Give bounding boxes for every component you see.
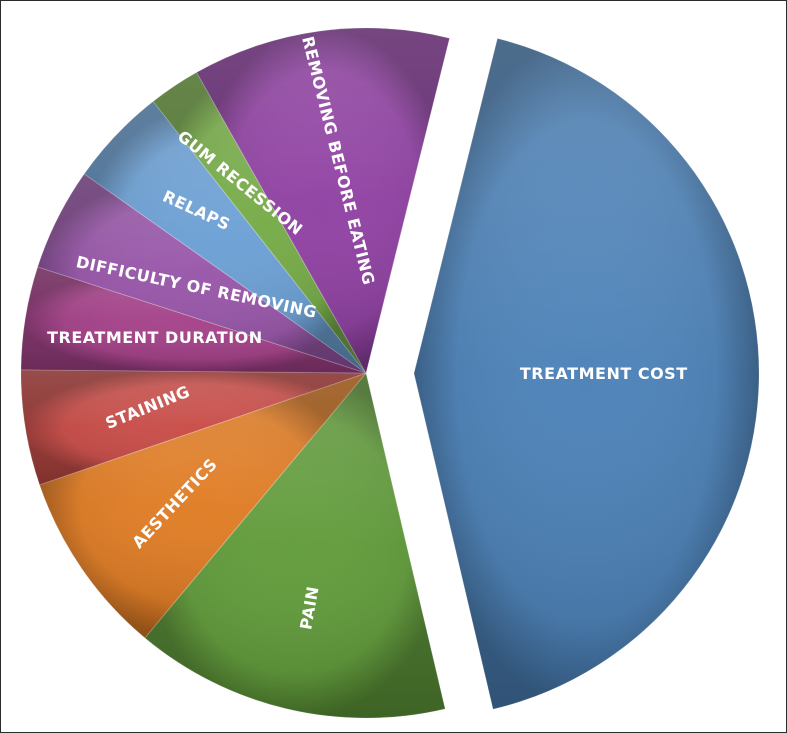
pie-slice-treatment-duration xyxy=(20,266,367,374)
pie-slice-aesthetics xyxy=(38,371,368,639)
pie-slice-relaps xyxy=(83,100,367,374)
pie-slice-difficulty-of-removing xyxy=(37,173,367,374)
pie-slice-shade xyxy=(37,173,366,373)
slice-label-treatment-duration: TREATMENT DURATION xyxy=(47,328,263,347)
pie-slice-shade xyxy=(153,72,366,373)
pie-slice-shade xyxy=(21,266,366,373)
pie-slice-shade xyxy=(144,373,446,718)
pie-slice-removing-before-eating xyxy=(195,27,451,375)
pie-slice-shade xyxy=(39,373,366,638)
pie-slice-staining xyxy=(20,369,367,486)
slice-label-treatment-cost: TREATMENT COST xyxy=(520,364,688,383)
pie-slice-shade xyxy=(196,27,450,373)
pie-slice-shade xyxy=(84,101,366,373)
pie-slice-shade xyxy=(413,38,759,710)
pie-slice-gum-recession xyxy=(152,71,367,374)
pie-slice-treatment-cost xyxy=(413,37,760,710)
pie-slice-shade xyxy=(21,369,366,485)
pie-slice-pain xyxy=(144,371,446,719)
